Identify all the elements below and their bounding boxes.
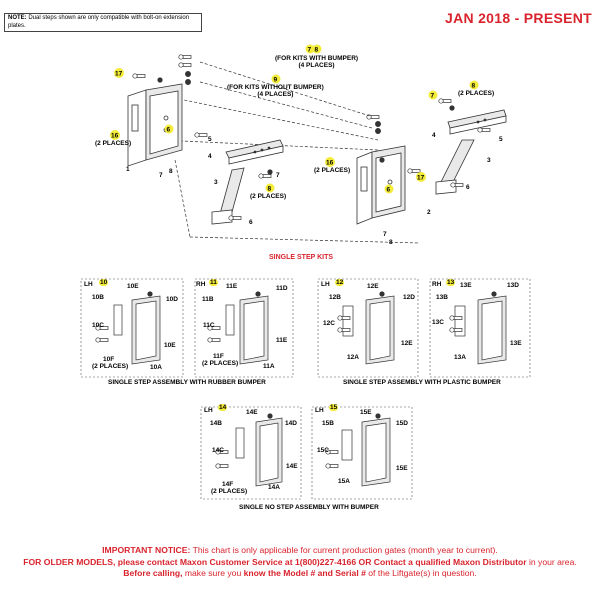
note-text: Dual steps shown are only compatible wit…	[8, 15, 190, 29]
two-places-label-b: (2 PLACES)	[250, 193, 287, 200]
hardware-stack	[149, 54, 421, 244]
kit-boxes	[80, 278, 531, 500]
date-range-title: JAN 2018 - PRESENT	[444, 10, 592, 26]
compatibility-note: NOTE: Dual steps shown are only compatib…	[4, 13, 202, 32]
caption-rubber-bumper: SINGLE STEP ASSEMBLY WITH RUBBER BUMPER	[108, 379, 266, 386]
right-bracket	[356, 145, 406, 225]
kit-drawings	[113, 295, 507, 487]
kit-without-bumper-label: (FOR KITS WITHOUT BUMPER)(4 PLACES)	[227, 84, 324, 98]
caption-no-step: SINGLE NO STEP ASSEMBLY WITH BUMPER	[239, 504, 379, 511]
kit-with-bumper-label: (FOR KITS WITH BUMPER)(4 PLACES)	[275, 55, 359, 69]
two-places-label-d: (2 PLACES)	[458, 90, 495, 97]
caption-plastic-bumper: SINGLE STEP ASSEMBLY WITH PLASTIC BUMPER	[343, 379, 501, 386]
left-step-arm	[211, 167, 245, 225]
two-places-label-a: (2 PLACES)	[95, 140, 132, 147]
two-places-label-c: (2 PLACES)	[314, 167, 351, 174]
right-step	[447, 109, 507, 135]
left-bracket	[127, 83, 183, 167]
left-step	[225, 139, 284, 165]
note-label: NOTE:	[8, 15, 27, 21]
important-notice: IMPORTANT NOTICE: This chart is only app…	[23, 545, 577, 578]
section-title: SINGLE STEP KITS	[269, 254, 334, 261]
